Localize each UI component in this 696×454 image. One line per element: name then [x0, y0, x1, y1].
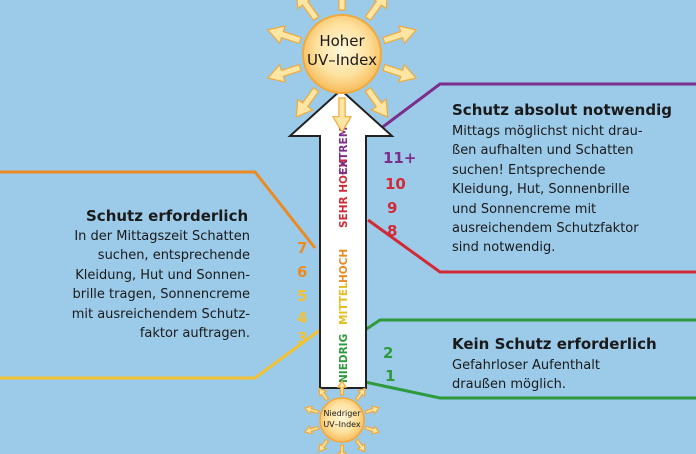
section-kein-schutz-heading: Kein Schutz erforderlich: [452, 335, 657, 353]
sun-high-ray-8: [364, 0, 388, 22]
connector-line-hoch: [0, 170, 317, 249]
sun-high-ray-0: [382, 63, 418, 83]
sun-high-ray-9: [382, 25, 418, 45]
uv-number-11plus: 11+: [383, 149, 417, 167]
sun-high-label-line1: Hoher: [319, 32, 365, 50]
sun-high-ray-4: [266, 63, 302, 83]
section-schutz-erforderlich-body: In der Mittagszeit Schatten suchen, ents…: [71, 229, 250, 342]
sun-high-label-line2: UV–Index: [306, 51, 378, 69]
sun-high-ray-2: [331, 97, 353, 134]
uv-number-9: 9: [387, 199, 398, 217]
sun-low-label-line1: Niedriger: [323, 409, 361, 418]
uv-number-1: 1: [385, 367, 396, 385]
sun-high-uv-icon: [266, 0, 418, 134]
uv-number-3: 3: [297, 329, 308, 347]
uv-number-4: 4: [297, 309, 308, 327]
sun-low-ray-9: [364, 405, 381, 415]
section-kein-schutz-body: Gefahrloser Aufenthalt draußen möglich.: [452, 358, 600, 393]
section-schutz-absolut-body: Mittags möglichst nicht drau- ßen aufhal…: [452, 124, 643, 256]
sun-low-ray-7: [336, 379, 348, 396]
section-schutz-erforderlich-heading: Schutz erforderlich: [86, 207, 249, 225]
arrow-label-extrem: EXTREM: [338, 127, 350, 175]
sun-high-ray-5: [266, 25, 302, 45]
sun-low-label-line2: UV–Index: [323, 420, 361, 429]
sun-high-label: Hoher UV–Index: [302, 32, 382, 70]
connector-line-niedrig-lower: [364, 380, 696, 400]
sun-high-ray-7: [338, 0, 346, 11]
uv-number-2: 2: [383, 344, 394, 362]
sun-low-ray-5: [303, 405, 320, 415]
arrow-label-mittel: MITTEL: [338, 282, 350, 325]
sun-low-ray-0: [364, 425, 381, 435]
sun-low-ray-8: [354, 387, 366, 402]
sun-low-ray-3: [318, 438, 330, 453]
sun-high-ray-1: [364, 86, 389, 119]
arrow-label-sehr-hoch: SEHR HOCH: [338, 159, 350, 228]
sun-low-ray-1: [354, 438, 366, 453]
connector-line-extrem: [371, 82, 696, 137]
uv-number-5: 5: [297, 287, 308, 305]
sun-low-ray-4: [303, 425, 320, 435]
arrow-label-hoch: HOCH: [338, 249, 350, 283]
connector-line-mittel: [0, 328, 321, 380]
arrow-label-niedrig: NIEDRIG: [338, 334, 350, 383]
sun-low-ray-6: [318, 387, 330, 402]
section-schutz-erforderlich: Schutz erforderlich In der Mittagszeit S…: [8, 207, 250, 343]
sun-high-ray-3: [295, 86, 320, 119]
sun-high-ray-6: [296, 0, 320, 22]
uv-number-10: 10: [385, 175, 406, 193]
sun-low-ray-2: [336, 444, 348, 454]
connector-line-sehr-hoch: [367, 218, 696, 274]
section-schutz-absolut-heading: Schutz absolut notwendig: [452, 101, 672, 119]
section-schutz-absolut: Schutz absolut notwendig Mittags möglich…: [452, 101, 692, 258]
uv-number-8: 8: [387, 222, 398, 240]
uv-number-6: 6: [297, 263, 308, 281]
connector-line-niedrig-upper: [364, 318, 696, 332]
sun-low-label: Niedriger UV–Index: [312, 408, 372, 430]
section-kein-schutz: Kein Schutz erforderlich Gefahrloser Auf…: [452, 335, 692, 395]
uv-number-7: 7: [297, 239, 308, 257]
sun-low-uv-icon: [303, 379, 381, 454]
